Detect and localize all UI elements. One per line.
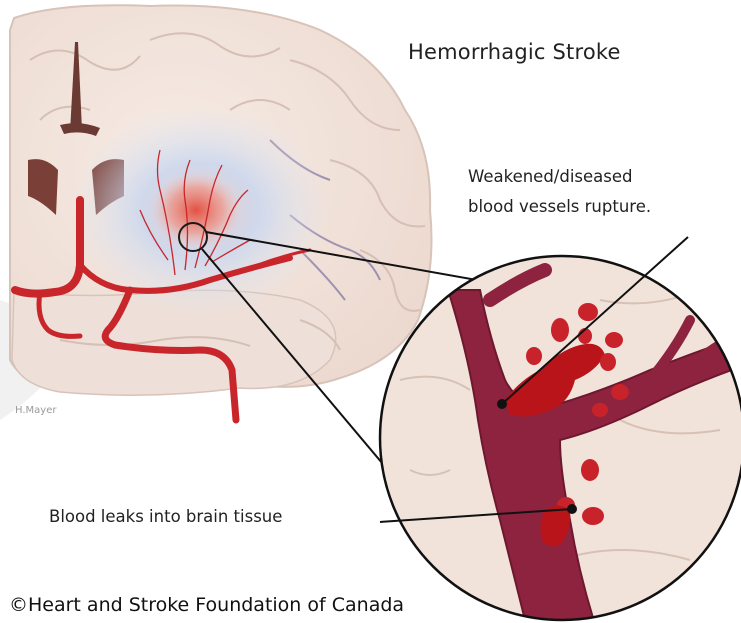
copyright-notice: ©Heart and Stroke Foundation of Canada [9,594,404,616]
artist-signature: H.Mayer [15,405,56,416]
leak-label: Blood leaks into brain tissue [49,507,282,526]
magnified-view [370,250,741,623]
diagram-title: Hemorrhagic Stroke [408,40,621,64]
brain-cross-section [10,5,432,420]
rupture-pointer-dot [497,399,507,409]
rupture-label-line1: Weakened/diseased [468,167,633,186]
rupture-label-line2: blood vessels rupture. [468,197,651,216]
leak-pointer-dot [567,504,577,514]
